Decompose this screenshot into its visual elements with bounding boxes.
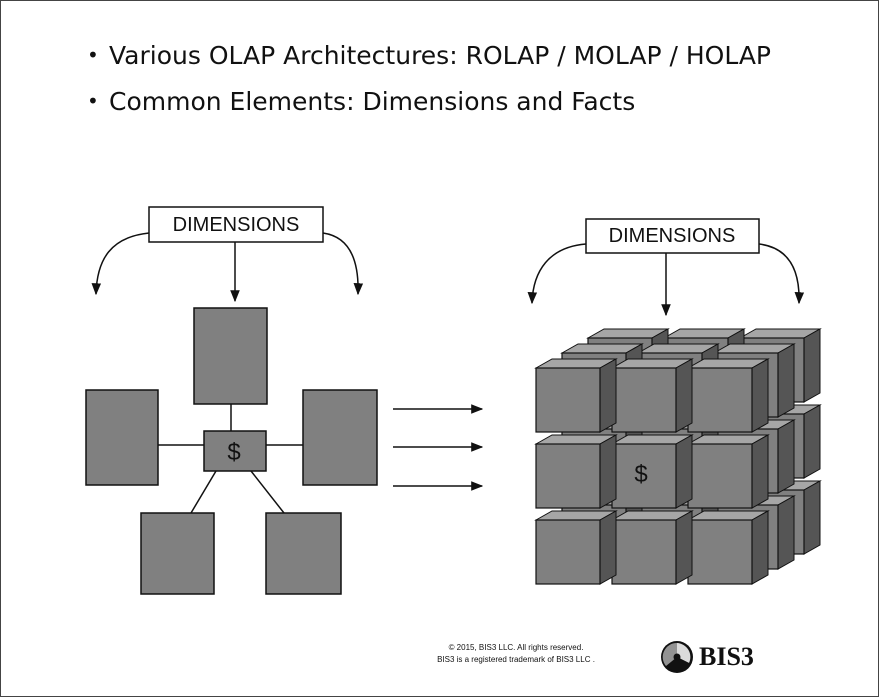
connector-bottom-left bbox=[190, 470, 217, 514]
bullet-common-elements: • Common Elements: Dimensions and Facts bbox=[87, 87, 635, 116]
cube-cell-front bbox=[535, 367, 601, 433]
fact-table bbox=[203, 430, 267, 472]
cube-cell-side bbox=[777, 343, 795, 418]
cube-fact-label: $ bbox=[634, 461, 647, 488]
cube-dimensions-label: DIMENSIONS bbox=[609, 225, 736, 247]
dimension-table-top bbox=[193, 307, 268, 405]
olap-cube: DIMENSIONS $ bbox=[527, 218, 822, 585]
cube-cell-front bbox=[687, 367, 753, 433]
cube-cell-side bbox=[751, 434, 769, 509]
bis3-logo-icon bbox=[661, 641, 693, 673]
bullet-text: Various OLAP Architectures: ROLAP / MOLA… bbox=[109, 41, 772, 70]
cube-cell-front bbox=[611, 367, 677, 433]
cube-cell-side bbox=[803, 328, 821, 403]
cube-cell-side bbox=[599, 510, 617, 585]
cube-dimensions-label-box bbox=[585, 218, 760, 254]
logo-text: BIS3 bbox=[699, 642, 754, 671]
cube-cell-front bbox=[535, 519, 601, 585]
dimension-table-bottom-right bbox=[265, 512, 342, 595]
star-arrow-left bbox=[91, 232, 150, 296]
connector-bottom-right bbox=[250, 470, 285, 514]
dimension-table-right bbox=[302, 389, 378, 486]
cube-cell-front bbox=[611, 519, 677, 585]
star-dimensions-label-box bbox=[148, 206, 324, 243]
cube-arrow-left bbox=[527, 243, 587, 305]
cube-cell-side bbox=[777, 495, 795, 570]
transform-arrows bbox=[393, 404, 484, 491]
bullet-text: Common Elements: Dimensions and Facts bbox=[109, 87, 636, 116]
star-dimensions-label: DIMENSIONS bbox=[173, 214, 300, 236]
cube-cell-side bbox=[751, 510, 769, 585]
cube-cell-front bbox=[611, 443, 677, 509]
cube-cell-side bbox=[675, 434, 693, 509]
cube-cell bbox=[534, 510, 618, 585]
bullet-olap-architectures: • Various OLAP Architectures: ROLAP / MOL… bbox=[87, 41, 771, 70]
footer-trademark: BIS3 is a registered trademark of BIS3 L… bbox=[437, 655, 595, 664]
fact-table-label: $ bbox=[227, 439, 240, 466]
star-arrow-right bbox=[322, 232, 364, 296]
cube-cell bbox=[610, 434, 694, 509]
cube-cell-side bbox=[777, 419, 795, 494]
cube-cell-side bbox=[599, 434, 617, 509]
star-schema: DIMENSIONS $ bbox=[85, 206, 378, 595]
cube-cell bbox=[534, 434, 618, 509]
cube-arrow-right bbox=[758, 243, 805, 305]
cube-cell bbox=[610, 358, 694, 433]
cube-cell bbox=[534, 358, 618, 433]
footer: © 2015, BIS3 LLC. All rights reserved. B… bbox=[386, 642, 646, 666]
dimension-table-bottom-left bbox=[140, 512, 215, 595]
cube-cells bbox=[534, 328, 822, 585]
cube-cell bbox=[686, 434, 770, 509]
bis3-logo: BIS3 bbox=[659, 637, 754, 677]
cube-cell bbox=[686, 510, 770, 585]
cube-cell-front bbox=[687, 519, 753, 585]
bullet-glyph: • bbox=[87, 89, 99, 113]
cube-cell-side bbox=[599, 358, 617, 433]
cube-cell-side bbox=[803, 480, 821, 555]
cube-cell-side bbox=[803, 404, 821, 479]
cube-cell-side bbox=[751, 358, 769, 433]
cube-cell-side bbox=[675, 510, 693, 585]
cube-cell-front bbox=[687, 443, 753, 509]
cube-cell-front bbox=[535, 443, 601, 509]
cube-cell bbox=[610, 510, 694, 585]
footer-copyright: © 2015, BIS3 LLC. All rights reserved. bbox=[448, 643, 584, 652]
cube-cell bbox=[686, 358, 770, 433]
dimension-table-left bbox=[85, 389, 159, 486]
cube-cell-side bbox=[675, 358, 693, 433]
bullet-glyph: • bbox=[87, 43, 99, 67]
